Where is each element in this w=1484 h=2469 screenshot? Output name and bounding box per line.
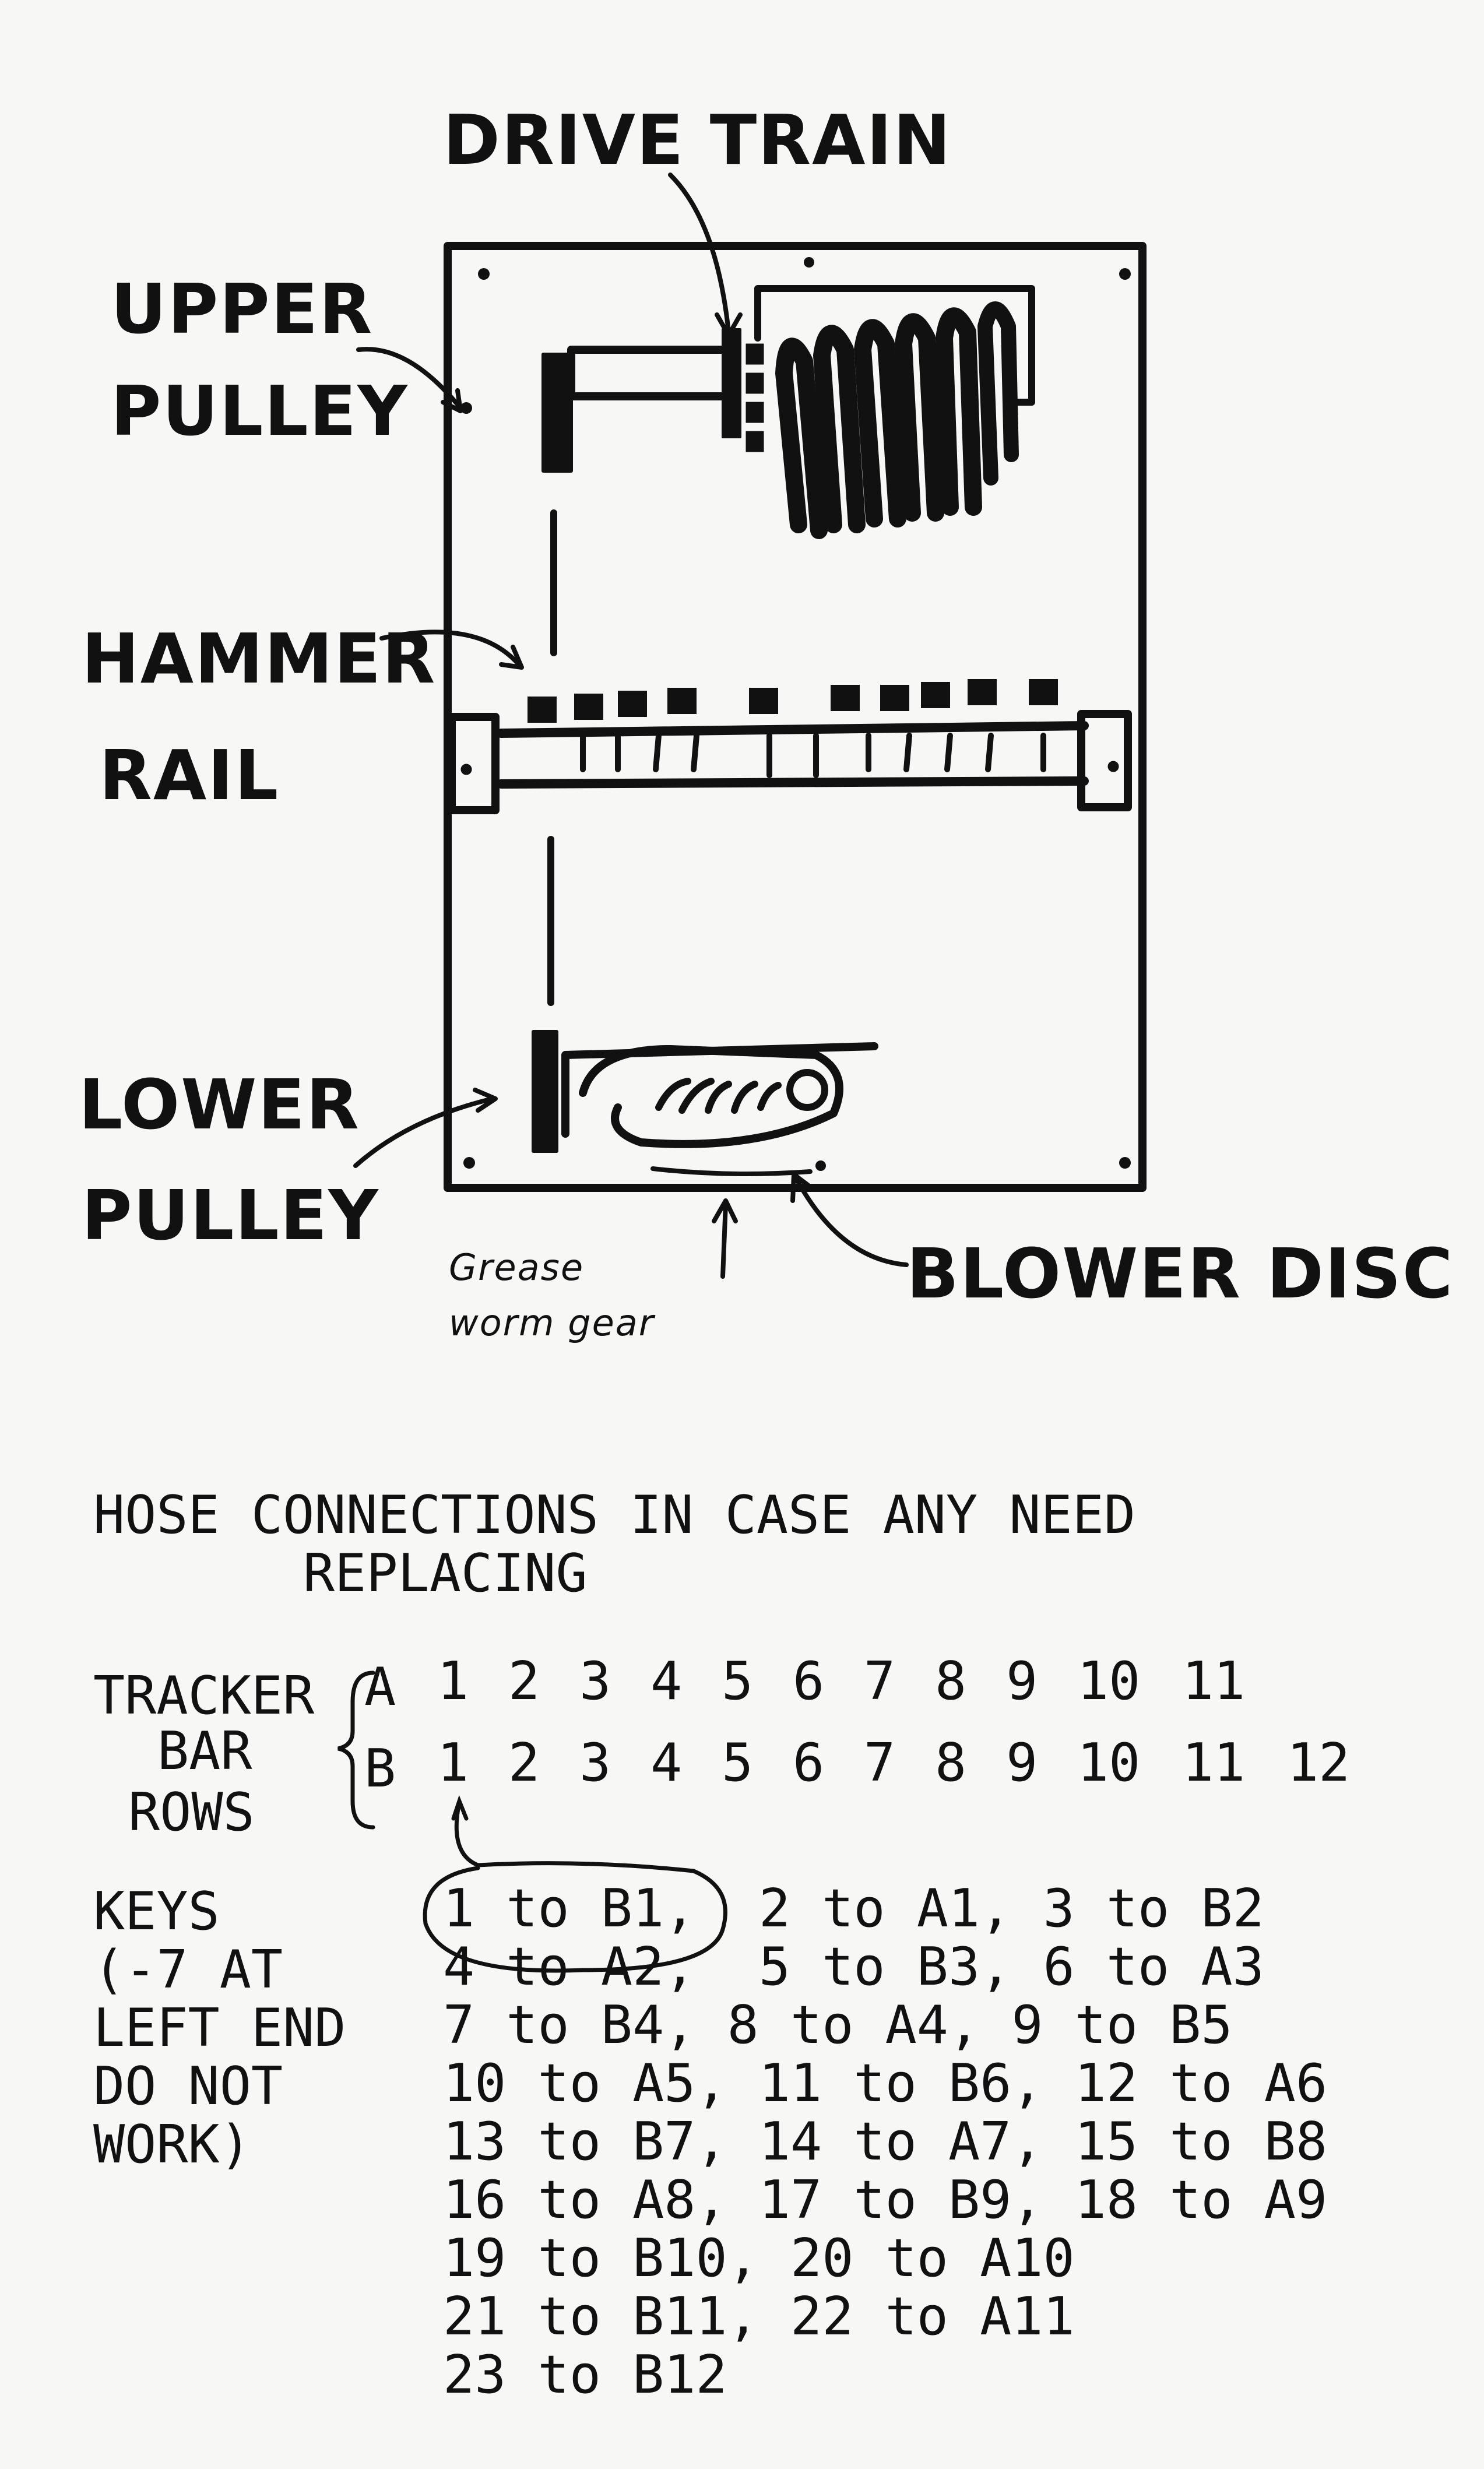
key-mapping-line-4: 10 to A5, 11 to B6, 12 to A6 bbox=[443, 2053, 1328, 2114]
key-mapping-line-7: 19 to B10, 20 to A10 bbox=[443, 2228, 1075, 2289]
tracker-row-a-hole-1: 1 bbox=[437, 1651, 469, 1712]
hose-title-line2: REPLACING bbox=[303, 1543, 588, 1604]
hammer-rail-shape bbox=[448, 679, 1132, 814]
tracker-row-a-hole-11: 11 bbox=[1182, 1651, 1246, 1712]
label-blower-disc: BLOWER DISC bbox=[906, 1233, 1454, 1314]
tracker-label-line2: BAR bbox=[157, 1721, 252, 1782]
key-mapping-line-3: 7 to B4, 8 to A4, 9 to B5 bbox=[443, 1995, 1233, 2056]
keys-label-line-3: LEFT END bbox=[93, 1997, 346, 2059]
tracker-row-b-hole-3: 3 bbox=[579, 1732, 611, 1793]
tracker-row-a-hole-3: 3 bbox=[579, 1651, 611, 1712]
tracker-row-b-hole-12: 12 bbox=[1287, 1732, 1351, 1793]
tracker-row-a-hole-10: 10 bbox=[1077, 1651, 1141, 1712]
tracker-row-b-label: B bbox=[364, 1738, 396, 1799]
label-lower-pulley-line2: PULLEY bbox=[82, 1175, 379, 1255]
tracker-row-a-hole-2: 2 bbox=[508, 1651, 540, 1712]
label-hammer-rail-line1: HAMMER bbox=[82, 618, 437, 699]
key-mapping-line-8: 21 to B11, 22 to A11 bbox=[443, 2286, 1075, 2347]
tracker-row-a-hole-8: 8 bbox=[935, 1651, 967, 1712]
tracker-row-a-hole-7: 7 bbox=[864, 1651, 896, 1712]
label-upper-pulley-line2: PULLEY bbox=[111, 371, 409, 451]
keys-label-line-2: (-7 AT bbox=[93, 1939, 283, 2000]
tracker-row-b-hole-1: 1 bbox=[437, 1732, 469, 1793]
label-arrows bbox=[353, 173, 909, 1279]
tracker-row-a-label: A bbox=[364, 1656, 396, 1718]
key-mapping-line-6: 16 to A8, 17 to B9, 18 to A9 bbox=[443, 2169, 1328, 2231]
label-upper-pulley-line1: UPPER bbox=[111, 269, 374, 349]
key-mapping-line-5: 13 to B7, 14 to A7, 15 to B8 bbox=[443, 2111, 1328, 2172]
tracker-row-b-hole-10: 10 bbox=[1077, 1732, 1141, 1793]
label-drive-train: DRIVE TRAIN bbox=[443, 100, 952, 180]
tracker-row-a-hole-9: 9 bbox=[1006, 1651, 1038, 1712]
tracker-label-line3: ROWS bbox=[128, 1782, 255, 1843]
tracker-row-b-hole-6: 6 bbox=[793, 1732, 825, 1793]
lower-pulley-shape bbox=[532, 1030, 878, 1153]
key-mapping-line-2: 4 to A2, 5 to B3, 6 to A3 bbox=[443, 1936, 1264, 1997]
key-mapping-line-1: 1 to B1, 2 to A1, 3 to B2 bbox=[443, 1878, 1264, 1939]
drive-train-shape bbox=[745, 285, 1035, 539]
label-worm-gear: worm gear bbox=[449, 1302, 655, 1344]
tracker-row-b-hole-2: 2 bbox=[508, 1732, 540, 1793]
tracker-row-b-hole-4: 4 bbox=[650, 1732, 683, 1793]
tracker-row-b-hole-7: 7 bbox=[864, 1732, 896, 1793]
key1-highlight bbox=[423, 1795, 727, 1973]
keys-label-line-1: KEYS bbox=[93, 1881, 220, 1942]
tracker-brace bbox=[337, 1670, 375, 1830]
tracker-row-b-hole-8: 8 bbox=[935, 1732, 967, 1793]
tracker-row-a-hole-4: 4 bbox=[650, 1651, 683, 1712]
keys-label-line-5: WORK) bbox=[93, 2114, 251, 2175]
tracker-row-a-hole-6: 6 bbox=[793, 1651, 825, 1712]
tracker-row-b-hole-11: 11 bbox=[1182, 1732, 1246, 1793]
tracker-row-b-hole-9: 9 bbox=[1006, 1732, 1038, 1793]
label-grease: Grease bbox=[449, 1246, 585, 1289]
tracker-label-line1: TRACKER bbox=[93, 1665, 315, 1726]
upper-pulley-shape bbox=[541, 328, 741, 473]
hose-title-line1: HOSE CONNECTIONS IN CASE ANY NEED bbox=[93, 1485, 1136, 1546]
frame-screws bbox=[460, 257, 1131, 1171]
keys-label-line-4: DO NOT bbox=[93, 2056, 283, 2117]
label-hammer-rail-line2: RAIL bbox=[99, 735, 280, 815]
tracker-row-b-hole-5: 5 bbox=[722, 1732, 754, 1793]
key-mapping-line-9: 23 to B12 bbox=[443, 2344, 727, 2405]
mechanism-diagram bbox=[353, 173, 1147, 1279]
label-lower-pulley-line1: LOWER bbox=[79, 1064, 360, 1145]
tracker-row-a-hole-5: 5 bbox=[722, 1651, 754, 1712]
